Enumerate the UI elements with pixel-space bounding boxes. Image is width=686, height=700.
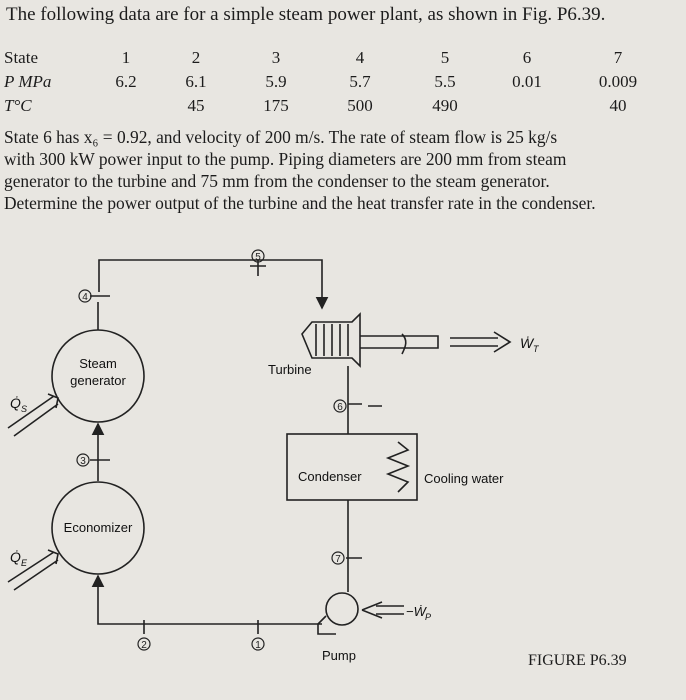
table-row: State 1 2 3 4 5 6 7 [4,46,668,70]
table-cell: 6.2 [115,72,137,91]
steam-generator [51,329,145,423]
table-cell: 2 [191,48,201,67]
pipe-4-5 [98,259,329,310]
turbine-body [301,312,361,368]
table-cell: 490 [432,96,458,115]
heat-input-arrow-e [7,549,59,591]
state-marker-1: 1 [255,640,261,651]
table-cell [96,94,156,118]
table-cell: 3 [271,48,281,67]
table-cell: 175 [263,96,289,115]
condenser-label: Condenser [298,469,362,484]
table-cell: 7 [613,48,623,67]
table-cell: 1 [121,48,131,67]
statement-line: Determine the power output of the turbin… [4,193,596,213]
state-marker-3: 3 [80,456,86,467]
economizer-label: Economizer [64,520,133,535]
row-label: P MPa [4,72,52,91]
pump-work-symbol: −Ẇ [406,604,428,619]
economizer [51,481,145,575]
table-cell: 5.9 [265,72,287,91]
condenser-box [286,433,418,501]
statement-line: generator to the turbine and 75 mm from … [4,171,550,191]
table-cell: 5 [440,48,450,67]
turbine-work-subscript: T [533,344,540,354]
cooling-coil [385,441,411,493]
heat-input-subscript-s: S [21,404,27,414]
steam-generator-label: generator [70,373,126,388]
row-label: State [4,48,38,67]
table-cell: 6.1 [185,72,207,91]
state-data-table: State 1 2 3 4 5 6 7 P MPa 6.2 6.1 5.9 5.… [4,46,668,118]
table-cell: 0.009 [598,72,638,91]
state-marker-7: 7 [335,554,341,565]
table-cell: 45 [187,96,205,115]
table-cell: 6 [522,48,532,67]
row-label: T°C [4,96,32,115]
heat-input-arrow-s [7,393,59,437]
figure-caption: FIGURE P6.39 [528,652,627,669]
statement-line: State 6 has x₆ = 0.92, and velocity of 2… [4,127,558,147]
state-marker-4: 4 [82,292,88,303]
heat-input-symbol-e: Q̇ [10,549,21,565]
state-marker-2: 2 [141,640,147,651]
table-cell: 0.01 [512,72,542,91]
table-row: P MPa 6.2 6.1 5.9 5.7 5.5 0.01 0.009 [4,70,668,94]
table-cell: 5.5 [434,72,456,91]
turbine-work-arrow [450,331,512,353]
turbine-work-symbol: Ẇ [520,335,535,351]
heat-input-symbol-s: Q̇ [10,395,21,411]
turbine-shaft [360,335,439,349]
table-cell: 500 [347,96,373,115]
problem-statement: State 6 has x₆ = 0.92, and velocity of 2… [4,126,684,214]
cooling-water-label: Cooling water [424,471,504,486]
turbine-label: Turbine [268,362,312,377]
pipe-pump-economizer [91,574,322,625]
table-row: T°C 45 175 500 490 40 [4,94,668,118]
steam-generator-label: Steam [79,356,117,371]
table-cell: 4 [355,48,365,67]
pump-work-arrow [361,601,404,619]
heat-input-subscript-e: E [21,558,28,568]
table-cell: 40 [609,96,627,115]
table-cell [486,94,568,118]
table-cell: 5.7 [349,72,371,91]
pump-casing [325,592,359,626]
pump-work-subscript: P [425,612,431,622]
state-marker-5: 5 [255,252,261,263]
pump-label: Pump [322,648,356,663]
statement-line: with 300 kW power input to the pump. Pip… [4,149,567,169]
power-plant-diagram: 4 5 6 3 7 2 1 Steam generator Economizer… [7,249,540,663]
state-marker-6: 6 [337,402,343,413]
problem-title: The following data are for a simple stea… [6,4,606,25]
